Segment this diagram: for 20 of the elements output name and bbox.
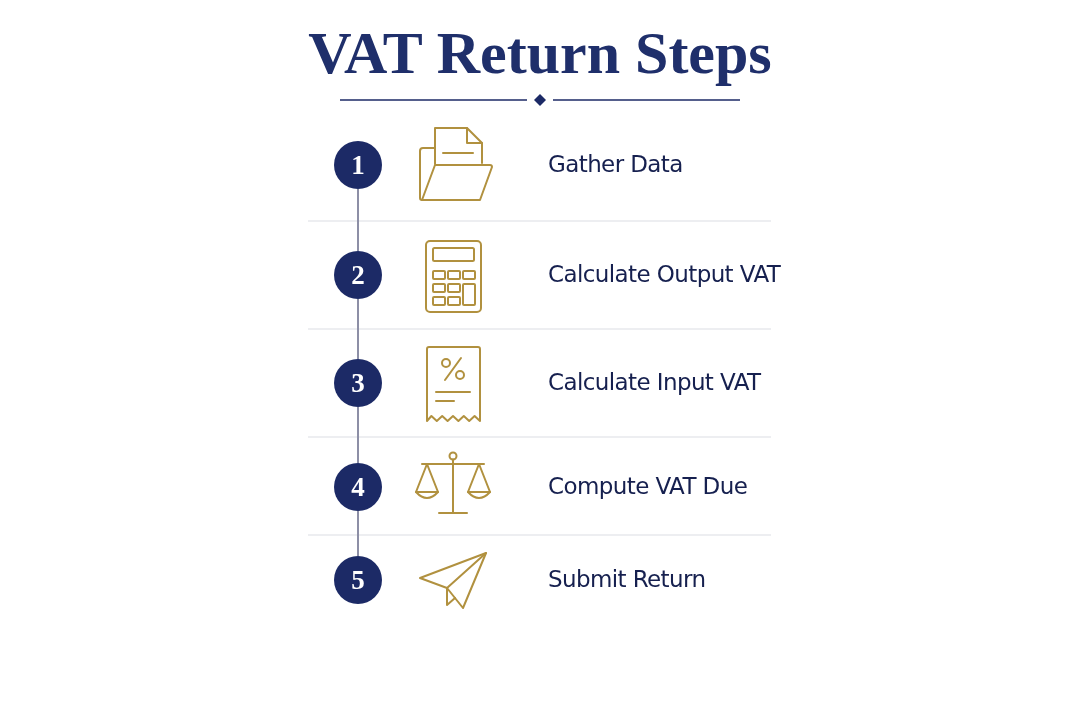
step-number-circle — [334, 251, 382, 299]
step-label: Calculate Input VAT — [548, 368, 761, 396]
step-number-circle — [334, 359, 382, 407]
connector-line — [357, 298, 359, 360]
step-label: Calculate Output VAT — [548, 260, 781, 288]
step-label: Gather Data — [548, 150, 683, 178]
connector-line — [357, 510, 359, 557]
step-label: Submit Return — [548, 565, 706, 593]
step-number: 4 — [351, 473, 365, 501]
step-number: 5 — [351, 566, 365, 594]
step-number-circle — [334, 463, 382, 511]
step-label: Compute VAT Due — [548, 472, 748, 500]
connector-line — [357, 188, 359, 252]
title: VAT Return Steps — [308, 20, 772, 86]
step-number: 3 — [351, 369, 365, 397]
step-number: 2 — [351, 261, 365, 289]
step-number: 1 — [351, 151, 365, 179]
step-number-circle — [334, 141, 382, 189]
step-number-circle — [334, 556, 382, 604]
connector-line — [357, 406, 359, 464]
